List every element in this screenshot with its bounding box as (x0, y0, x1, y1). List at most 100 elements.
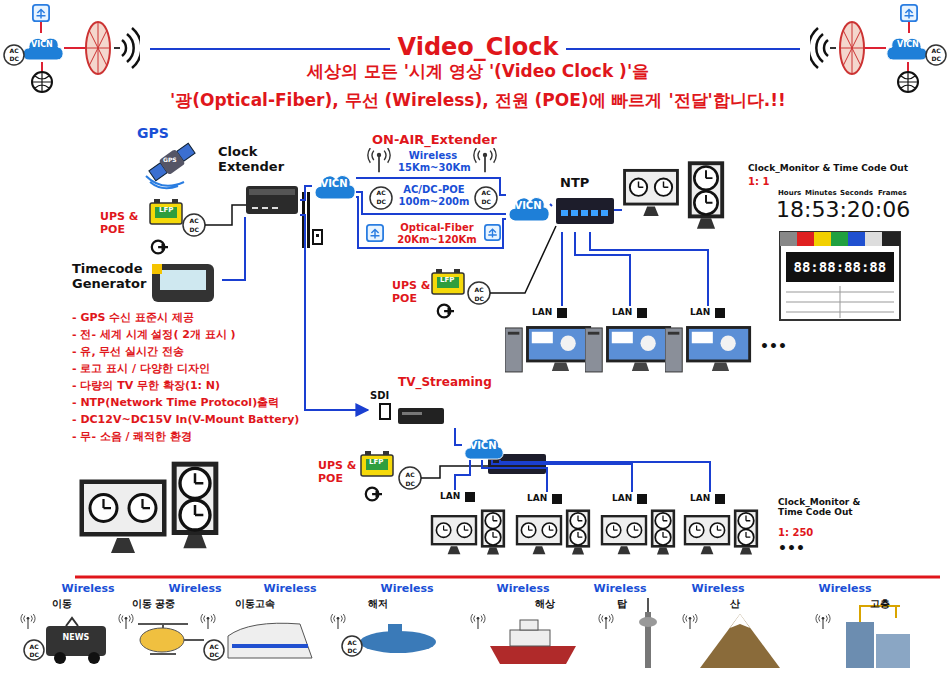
lan-port: LAN (690, 492, 730, 506)
lan-port: LAN (527, 492, 567, 506)
label-text: 이동 (52, 598, 72, 610)
label-text: Wireless (497, 583, 550, 596)
connector-line (455, 460, 470, 490)
label-text: Wireless (381, 583, 434, 596)
label-text: - GPS 수신 표준시 제공 (72, 312, 194, 325)
label-text: 1: 1 (748, 176, 769, 188)
label-text: 고층 (870, 598, 890, 610)
label-text: - NTP(Network Time Protocol)출력 (72, 397, 279, 410)
label-text: 해상 (535, 598, 555, 610)
label-text: AC (482, 190, 491, 196)
node-text: LAN (690, 493, 710, 503)
label-text: 이동고속 (235, 598, 275, 610)
device-node: Clock Extender (218, 145, 300, 217)
label-text: ••• (778, 540, 805, 556)
label-text: 해저 (368, 598, 388, 610)
label-text: UPS & POE (392, 280, 436, 305)
edge-label: AC/DC-POE 100m~200m (398, 184, 470, 207)
label-text: AC (190, 218, 199, 224)
label-text: Wireless (264, 583, 317, 596)
node-text: VICN (462, 440, 504, 452)
label-text: 이동 공중 (132, 598, 175, 610)
connector-line (300, 186, 312, 200)
node-text: LAN (532, 307, 552, 317)
label-text: AC (406, 472, 415, 478)
label-text: Wireless (594, 583, 647, 596)
label-text: - 전- 세계 시계 설정( 2개 표시 ) (72, 329, 236, 342)
label-text: DC (377, 199, 386, 205)
cloud-node: VICN (312, 168, 356, 200)
label-text: 산 (730, 598, 740, 610)
label-text: - 유, 무선 실시간 전송 (72, 346, 184, 359)
label-text: Wireless (692, 583, 745, 596)
label-text: AC (377, 190, 386, 196)
label-text: AC (932, 48, 941, 54)
node-text: LAN (690, 307, 710, 317)
connector-line (590, 232, 708, 306)
device-node: NTP (552, 176, 616, 232)
cloud-node: VICN (462, 432, 504, 460)
label-text: Wireless (819, 583, 872, 596)
label-text: GPS (137, 125, 169, 141)
connector-line (550, 204, 552, 206)
node-text: Timecode Generator (72, 262, 152, 292)
edge-label: Optical-Fiber 20Km~120Km (393, 222, 481, 245)
node-text: LAN (612, 307, 632, 317)
label-text: Seconds (840, 189, 873, 197)
label-text: Wireless (169, 583, 222, 596)
label-text: DC (190, 227, 199, 233)
label-text: Hours (778, 189, 801, 197)
lan-port: LAN (532, 306, 572, 320)
label-text: Wireless (62, 583, 115, 596)
label-text: ••• (760, 338, 787, 354)
label-text: LFP (369, 459, 383, 466)
label-text: DC (406, 481, 415, 487)
label-text: 88:88:88:88 (794, 259, 887, 275)
label-text: AC (30, 644, 39, 650)
label-text: Clock_Monitor & Time Code Out (778, 497, 873, 518)
label-text: ON-AIR_Extender (372, 133, 497, 148)
connector-line (575, 232, 630, 306)
label-text: DC (210, 652, 219, 658)
label-text: VICN (31, 40, 53, 49)
label-text: AC (475, 287, 484, 293)
label-text: 탑 (617, 598, 627, 610)
device-node: Timecode Generator (72, 258, 222, 304)
label-text: Minutes (805, 189, 837, 197)
label-text: DC (482, 199, 491, 205)
lan-port: LAN (690, 306, 730, 320)
label-text: 18:53:20:06 (776, 197, 910, 222)
node-text: LAN (612, 493, 632, 503)
label-text: UPS & POE (100, 211, 144, 236)
label-text: - 로고 표시 / 다양한 디자인 (72, 363, 210, 376)
lan-port: LAN (612, 306, 652, 320)
label-text: DC (10, 56, 19, 62)
connector-line (492, 460, 632, 492)
cloud-node: VICN (506, 190, 550, 222)
label-text: - 무- 소음 / 쾌적한 환경 (72, 431, 192, 444)
label-text: DC (932, 56, 941, 62)
label-text: '광(Optical-Fiber), 무선 (Wireless), 전원 (PO… (170, 91, 786, 111)
edge-label: Wireless 15Km~30Km (398, 150, 468, 173)
lan-port: LAN (440, 490, 480, 504)
node-text: LAN (440, 491, 460, 501)
label-text: VICN (897, 40, 919, 49)
node-text: TV_Streaming (398, 376, 492, 390)
connector-line (455, 428, 462, 445)
node-text: Clock Extender (218, 145, 293, 175)
label-text: - 다량의 TV 무한 확장(1: N) (72, 380, 220, 393)
label-text: NEWS (63, 633, 90, 642)
label-text: DC (30, 652, 39, 658)
label-text: DC (348, 648, 357, 654)
node-text: LAN (527, 493, 547, 503)
lan-port: LAN (612, 492, 652, 506)
connector-line (222, 217, 245, 280)
label-text: - DC12V~DC15V In(V-Mount Battery) (72, 414, 299, 427)
label-text: 세상의 모든 '시계 영상 '(Video Clock )'을 (307, 62, 649, 82)
node-text: NTP (560, 176, 589, 191)
connector-line (500, 460, 710, 492)
label-text: AC (348, 640, 357, 646)
label-text: AC (210, 644, 219, 650)
